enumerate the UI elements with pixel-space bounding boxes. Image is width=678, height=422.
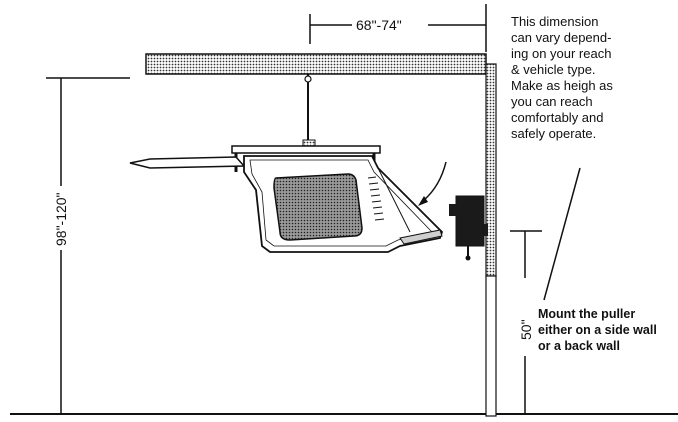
reach-note-line: you can reach bbox=[511, 94, 593, 109]
ceiling-beam bbox=[145, 53, 487, 75]
reach-note-line: comfortably and bbox=[511, 110, 604, 125]
reach-note-line: safely operate. bbox=[511, 126, 597, 141]
puller-winch bbox=[449, 195, 488, 261]
mount-puller-note: Mount the puller either on a side wall o… bbox=[538, 307, 657, 353]
strap-arrow bbox=[418, 161, 447, 206]
vertical-dimension: 98"-120" bbox=[46, 77, 130, 414]
horizontal-dimension-label: 68"-74" bbox=[356, 17, 402, 33]
vertical-dimension-label: 98"-120" bbox=[53, 192, 69, 246]
puller-height-label: 50" bbox=[518, 319, 534, 340]
puller-height-dimension: 50" bbox=[510, 230, 542, 414]
reach-note-line: can vary depend- bbox=[511, 30, 612, 45]
horizontal-dimension: 68"-74" bbox=[309, 4, 487, 52]
hardtop bbox=[129, 155, 444, 253]
reach-note-line: & vehicle type. bbox=[511, 62, 596, 77]
note-pointer-line bbox=[543, 167, 581, 301]
reach-note-line: Make as heigh as bbox=[511, 78, 613, 93]
reach-note-line: This dimension bbox=[511, 14, 599, 29]
wall-lower bbox=[485, 275, 497, 417]
reach-note: This dimension can vary depend- ing on y… bbox=[511, 14, 661, 142]
reach-note-line: ing on your reach bbox=[511, 46, 612, 61]
wall-upper bbox=[485, 63, 497, 277]
hoist-hanger bbox=[231, 74, 381, 172]
